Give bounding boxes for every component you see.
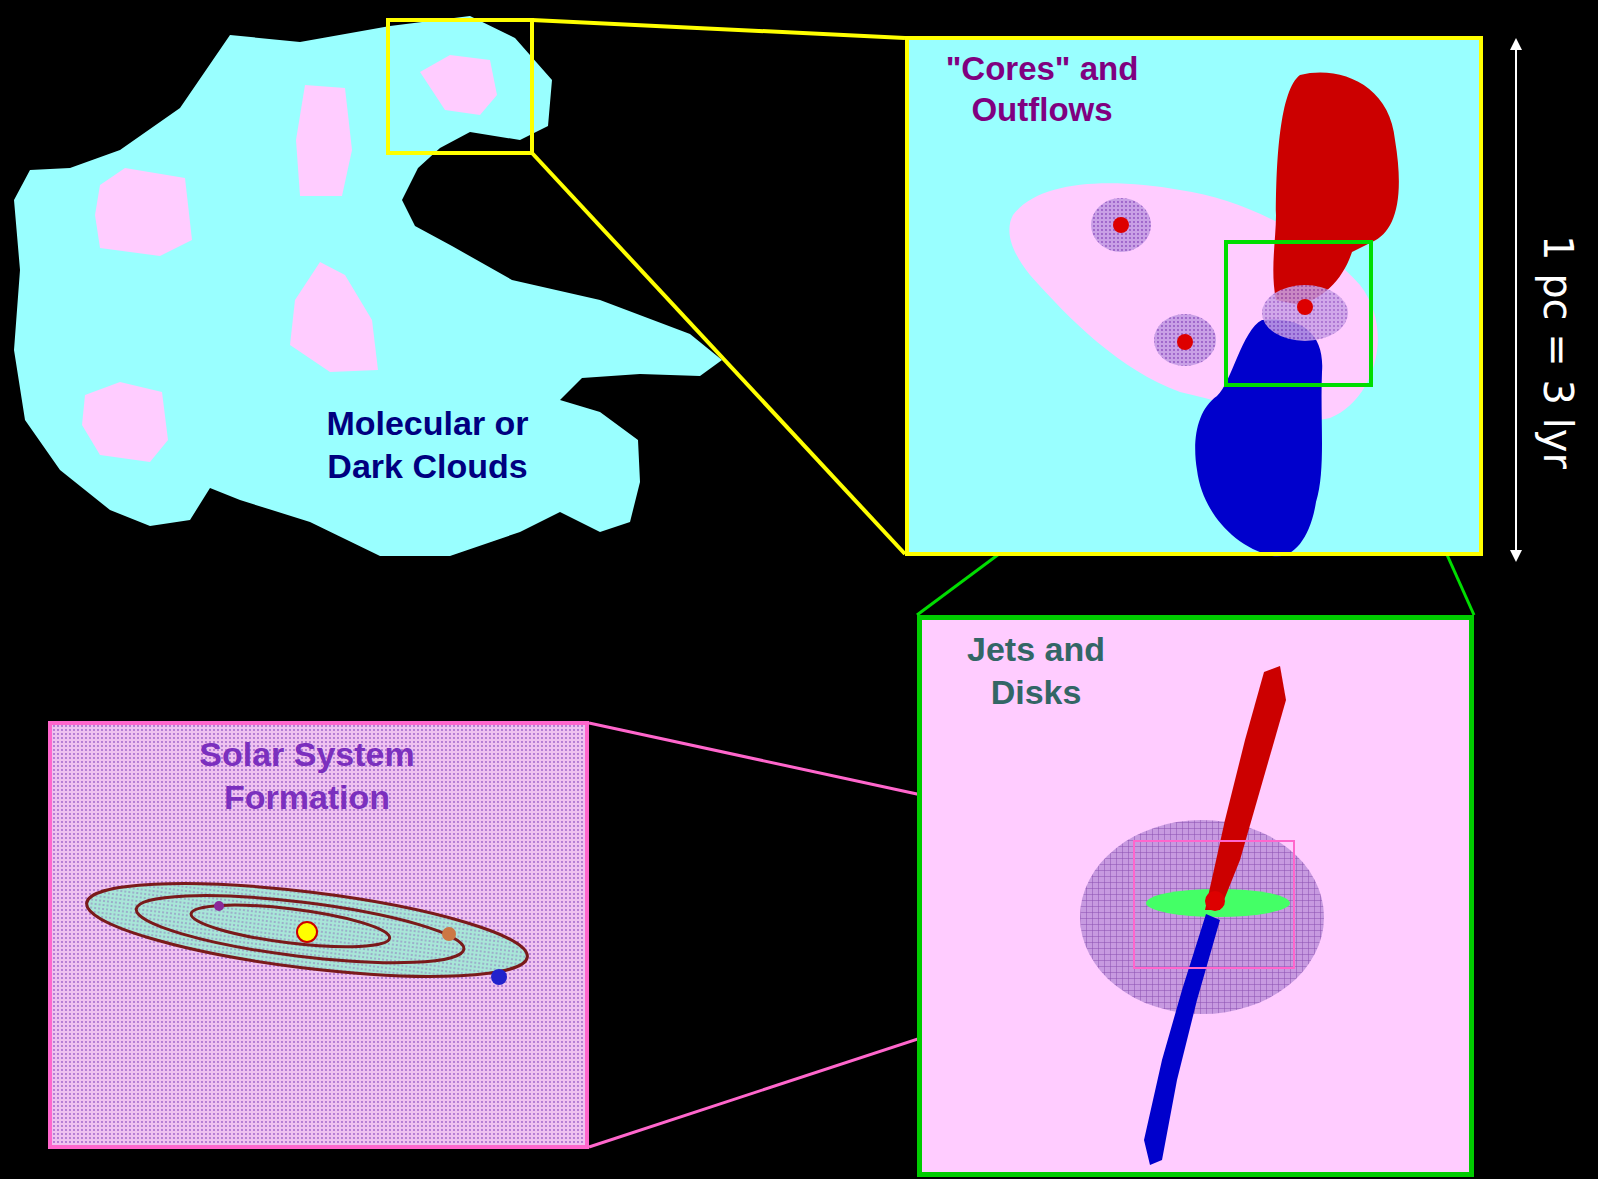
cloud-outline [0,0,740,580]
zoom-box: "Cores" and Outflows [905,36,1483,556]
cores-panel-art [905,36,1483,557]
panel-title: "Cores" and Outflows [917,48,1167,131]
zoom-box: Jets and Disks [917,615,1474,1177]
scale-label: 1 pc = 3 lyr [1535,235,1581,469]
scale-arrow [1510,38,1522,562]
panel-title: Solar System Formation [162,733,452,818]
zoom-box: Solar System Formation [48,721,589,1149]
jets-panel-art [917,615,1474,1177]
panel-title: Jets and Disks [936,628,1136,713]
cloud-region: Molecular or Dark Clouds [0,0,740,580]
panel-title: Molecular or Dark Clouds [295,402,560,487]
solar-panel-art [48,721,589,1149]
